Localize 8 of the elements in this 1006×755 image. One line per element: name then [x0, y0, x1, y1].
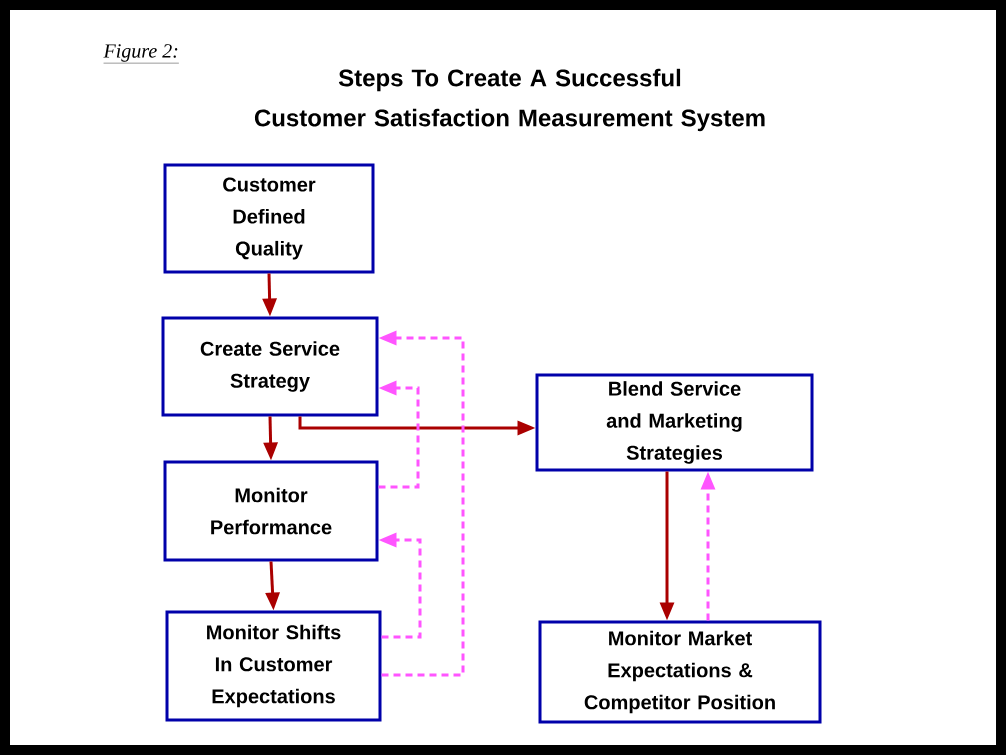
process-box: Monitor Market Expectations & Competitor Position	[538, 620, 822, 724]
process-box: Customer Defined Quality	[163, 163, 375, 274]
title: Steps To Create A Successful Customer Satisfaction Measurement System	[254, 68, 765, 132]
process-box: Monitor Performance	[163, 460, 379, 562]
process-box: Blend Service and Marketing Strategies	[535, 373, 814, 472]
process-box: Monitor Shifts In Customer Expectations	[165, 610, 382, 722]
figure-label: Figure 2:	[103, 44, 180, 64]
process-box: Create Service Strategy	[161, 316, 379, 417]
